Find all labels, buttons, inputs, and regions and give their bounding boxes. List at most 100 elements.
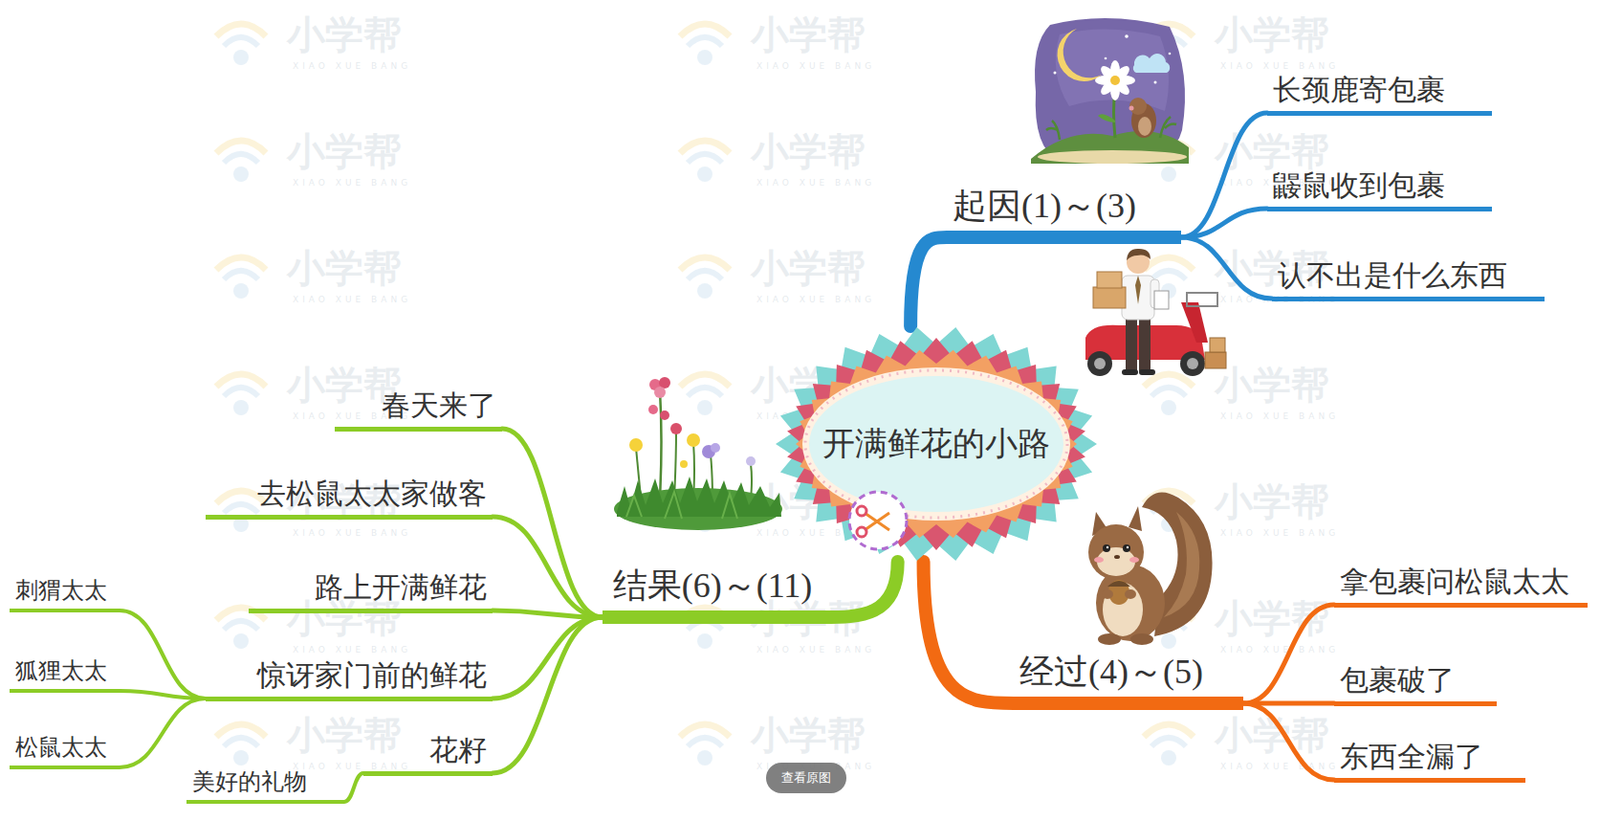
branch-line	[492, 516, 603, 617]
branch-line	[1243, 604, 1335, 703]
squirrel-picture	[1101, 589, 1114, 599]
courier-picture	[1087, 350, 1113, 376]
branch-line	[822, 561, 899, 617]
leaf-label: 鼹鼠收到包裹	[1267, 168, 1492, 212]
squirrel-picture	[1114, 554, 1120, 559]
watermark-text: 小学帮	[286, 246, 402, 289]
watermark-text: 小学帮	[750, 246, 866, 289]
branch-text: 去松鼠太太家做客	[257, 476, 487, 511]
watermark-logo	[1161, 633, 1177, 649]
courier-picture	[1093, 286, 1126, 308]
squirrel-picture	[1124, 589, 1137, 599]
watermark-subtext: XIAO XUE BANG	[756, 61, 876, 71]
watermark-logo	[216, 373, 266, 416]
watermark-logo	[223, 620, 259, 630]
squirrel-picture	[1130, 633, 1154, 645]
branch-text: 松鼠太太	[15, 733, 108, 762]
watermark-subtext: XIAO XUE BANG	[292, 61, 412, 71]
branch-text: 拿包裹问松鼠太太	[1339, 564, 1570, 599]
watermark-logo	[233, 749, 249, 766]
leaf-label: 花籽	[363, 732, 493, 776]
watermark-logo	[679, 257, 730, 299]
watermark-logo	[233, 166, 249, 182]
watermark-logo	[679, 140, 730, 182]
leaf-label: 去松鼠太太家做客	[205, 476, 493, 520]
flowers-picture	[659, 410, 670, 420]
squirrel-picture	[1129, 556, 1140, 563]
flowers-picture	[659, 390, 662, 498]
courier-picture	[1180, 350, 1206, 376]
watermark-text: 小学帮	[1214, 13, 1330, 56]
watermark-logo	[1143, 373, 1194, 416]
flowers-picture	[686, 433, 701, 447]
watermark-logo	[216, 140, 266, 182]
watermark-subtext: XIAO XUE BANG	[1220, 61, 1339, 71]
branch-line	[119, 698, 206, 768]
flowers-picture	[710, 442, 721, 453]
watermark-subtext: XIAO XUE BANG	[1220, 527, 1339, 538]
flowers-picture	[613, 376, 783, 530]
watermark-text: 小学帮	[750, 713, 866, 756]
flowers-picture	[745, 456, 756, 466]
courier-picture	[1094, 357, 1106, 370]
squirrel-picture	[1163, 511, 1200, 617]
watermark-logo	[697, 49, 713, 66]
branch-line	[344, 772, 364, 802]
leaf-label: 路上开满鲜花	[248, 569, 493, 614]
flower-shape	[775, 327, 1097, 561]
watermark-logo	[216, 723, 266, 766]
leaf-label: 惊讶家门前的鲜花	[205, 657, 493, 702]
courier-picture	[1096, 271, 1122, 288]
courier-picture	[1209, 337, 1226, 352]
watermark-subtext: XIAO XUE BANG	[292, 644, 412, 655]
watermark-logo	[223, 504, 259, 513]
branch-text: 长颈鹿寄包裹	[1272, 72, 1446, 108]
flowers-picture	[670, 422, 682, 435]
branch-text: 路上开满鲜花	[314, 569, 487, 605]
courier-picture	[1186, 292, 1218, 307]
flower-shape	[787, 337, 1086, 550]
watermark-logo	[697, 166, 713, 182]
branch-line	[492, 616, 603, 773]
flower-shape	[849, 491, 907, 549]
moon-night-picture	[1138, 116, 1152, 136]
branch-line	[923, 561, 1014, 703]
moon-night-picture	[1053, 71, 1057, 75]
watermark-text: 小学帮	[286, 130, 402, 173]
watermark-logo	[697, 283, 713, 299]
flower-shape	[856, 526, 867, 537]
moon-night-picture	[1129, 106, 1135, 111]
branch-text: 刺猬太太	[15, 576, 108, 605]
leaf-label: 包裹破了	[1334, 662, 1497, 706]
watermark-subtext: XIAO XUE BANG	[292, 294, 412, 305]
branch-line	[1181, 208, 1268, 238]
moon-night-picture	[1154, 81, 1158, 85]
view-original-button: 查看原图	[766, 762, 847, 793]
watermark-logo	[233, 633, 249, 649]
moon-night-picture	[1110, 75, 1120, 86]
courier-picture	[1186, 357, 1199, 370]
flowers-picture	[629, 438, 643, 452]
moon-night-picture	[1037, 150, 1187, 164]
watermark-logo	[687, 270, 723, 280]
branch-text: 花籽	[429, 732, 487, 768]
moon-night-picture	[1104, 57, 1108, 61]
leaf-label: 东西全漏了	[1334, 739, 1526, 783]
flowers-picture	[626, 491, 738, 519]
squirrel-picture	[1088, 491, 1213, 645]
moon-night-picture	[1097, 113, 1116, 123]
watermark-logo	[233, 399, 249, 416]
branch-line	[492, 610, 603, 617]
squirrel-picture	[1107, 580, 1131, 587]
watermark-logo	[687, 737, 723, 746]
main-branch-label: 起因(1)～(3)	[946, 185, 1182, 244]
watermark-logo	[1143, 723, 1194, 766]
leaf-label: 美好的礼物	[186, 767, 345, 804]
watermark-logo	[1151, 387, 1186, 396]
watermark-logo	[679, 23, 730, 66]
branch-line	[910, 237, 947, 327]
watermark-logo	[687, 37, 723, 46]
branch-text: 鼹鼠收到包裹	[1272, 168, 1446, 203]
squirrel-picture	[1106, 546, 1109, 548]
watermark-logo	[1161, 166, 1177, 182]
